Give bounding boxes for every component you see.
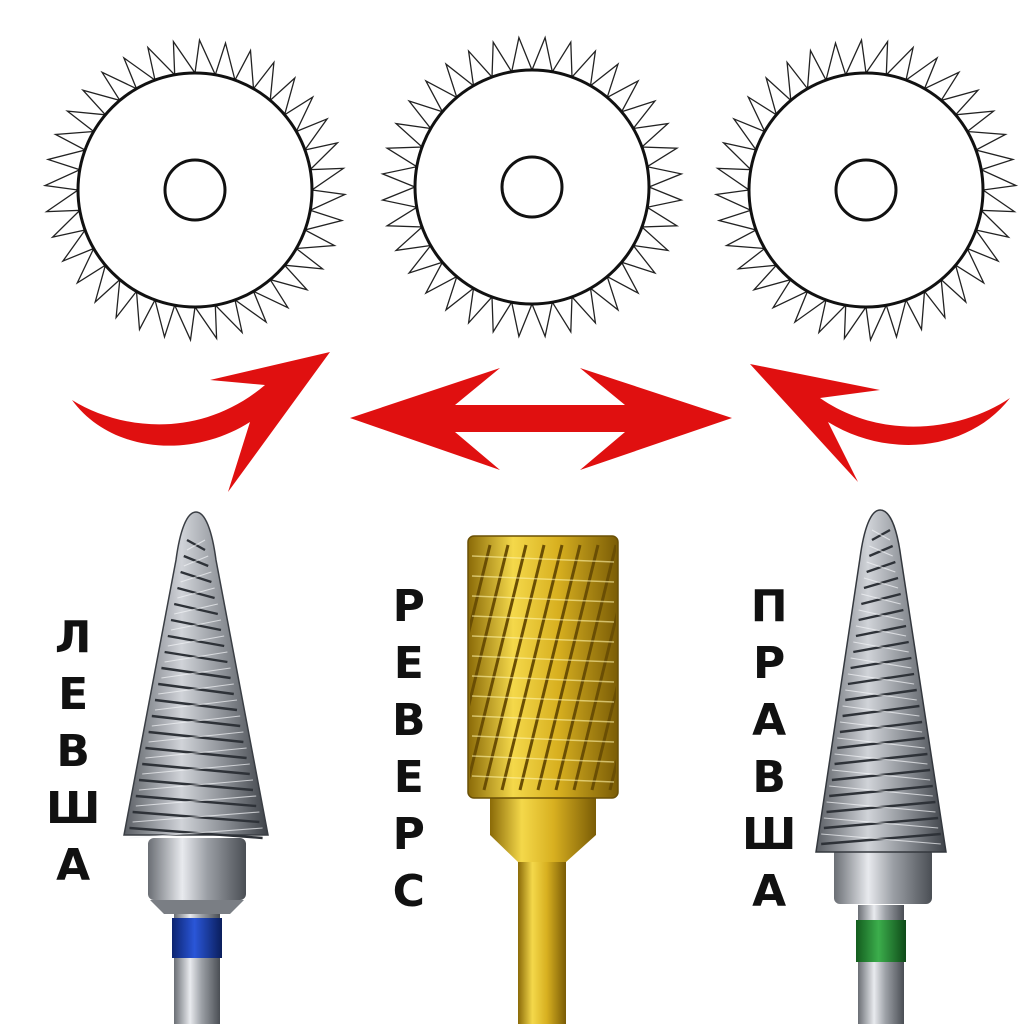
label-letter: Ш [46, 783, 101, 834]
right-saw-blade [713, 37, 1019, 343]
flute-highlight [842, 705, 920, 717]
cross-cut [471, 775, 615, 783]
flute-line [536, 544, 600, 791]
arbor-hole [500, 155, 564, 219]
flute-highlight [831, 769, 931, 781]
flute-highlight [180, 571, 212, 583]
double-headed-arrow-icon [350, 368, 732, 470]
flute-line [572, 544, 616, 791]
flute-highlight [170, 619, 222, 631]
right-curved-arrow-icon [750, 364, 1010, 482]
arbor-hole [163, 158, 227, 222]
cross-cut [471, 655, 615, 663]
cross-cut [471, 615, 615, 623]
label-letter: Е [393, 638, 424, 689]
flute-line [628, 545, 688, 790]
flute-highlight [164, 651, 228, 663]
flute-highlight [132, 811, 260, 823]
flute-highlight [839, 721, 923, 733]
label-letter: А [752, 866, 787, 917]
label-letter: В [392, 695, 426, 746]
flute-highlight [826, 801, 936, 813]
flute-highlight [151, 715, 241, 727]
label-letter: А [56, 840, 91, 891]
flute-highlight [158, 683, 234, 695]
flute-line [470, 544, 528, 791]
label-letter: Р [753, 638, 786, 689]
cross-cut [471, 575, 615, 583]
label-letter: П [750, 581, 788, 632]
flute-line [500, 544, 564, 791]
arbor-hole [834, 158, 898, 222]
flute-highlight [167, 635, 225, 647]
flute-line [470, 544, 492, 791]
flute-highlight [177, 587, 215, 599]
flute-highlight [869, 545, 893, 557]
label-letter: А [752, 695, 787, 746]
flute-highlight [174, 603, 218, 615]
flute-highlight [138, 779, 254, 791]
flute-highlight [142, 763, 250, 775]
right-cone-drill-bit [815, 509, 947, 1024]
label-letter: Р [392, 581, 425, 632]
label-letter: Е [393, 752, 424, 803]
flute-highlight [847, 673, 915, 685]
cross-cut [471, 715, 615, 723]
flute-highlight [183, 555, 209, 567]
flute-highlight [858, 609, 904, 621]
flute-highlight [161, 667, 231, 679]
flute-highlight [148, 731, 244, 743]
flute-highlight [135, 795, 257, 807]
flute-line [518, 544, 582, 791]
flute-highlight [821, 833, 941, 845]
cross-cut [471, 735, 615, 743]
cross-cut [471, 635, 615, 643]
middle-saw-blade [380, 35, 684, 339]
left-saw-blade [42, 37, 348, 343]
left-curved-arrow-icon [72, 352, 330, 492]
label-letter: Ш [742, 809, 797, 860]
cross-cut [471, 695, 615, 703]
flute-highlight [186, 539, 206, 551]
flute-highlight [871, 529, 891, 541]
label-letter: Е [58, 669, 89, 720]
left-cone-drill-bit [123, 511, 269, 1024]
cross-cut [471, 555, 615, 563]
label-letter: В [56, 726, 90, 777]
flute-highlight [866, 561, 896, 573]
cross-cut [471, 595, 615, 603]
flute-highlight [855, 625, 907, 637]
flute-line [608, 544, 616, 791]
flute-line [554, 544, 616, 791]
flute-highlight [850, 657, 912, 669]
flute-highlight [145, 747, 247, 759]
label-letter: Р [392, 809, 425, 860]
flute-line [470, 544, 510, 791]
flute-highlight [823, 817, 939, 829]
flute-highlight [853, 641, 909, 653]
flute-highlight [834, 753, 928, 765]
label-letter: С [392, 866, 425, 917]
cross-cut [471, 675, 615, 683]
cross-cut [471, 755, 615, 763]
middle-cylinder-drill-bit [467, 535, 688, 1024]
label-letter: В [752, 752, 786, 803]
flute-line [590, 544, 616, 791]
flute-highlight [129, 827, 263, 839]
flute-highlight [837, 737, 925, 749]
flute-highlight [829, 785, 933, 797]
flute-highlight [863, 577, 899, 589]
flute-highlight [154, 699, 238, 711]
flute-highlight [861, 593, 901, 605]
flute-highlight [845, 689, 917, 701]
label-letter: Л [54, 612, 92, 663]
flute-line [482, 544, 546, 791]
